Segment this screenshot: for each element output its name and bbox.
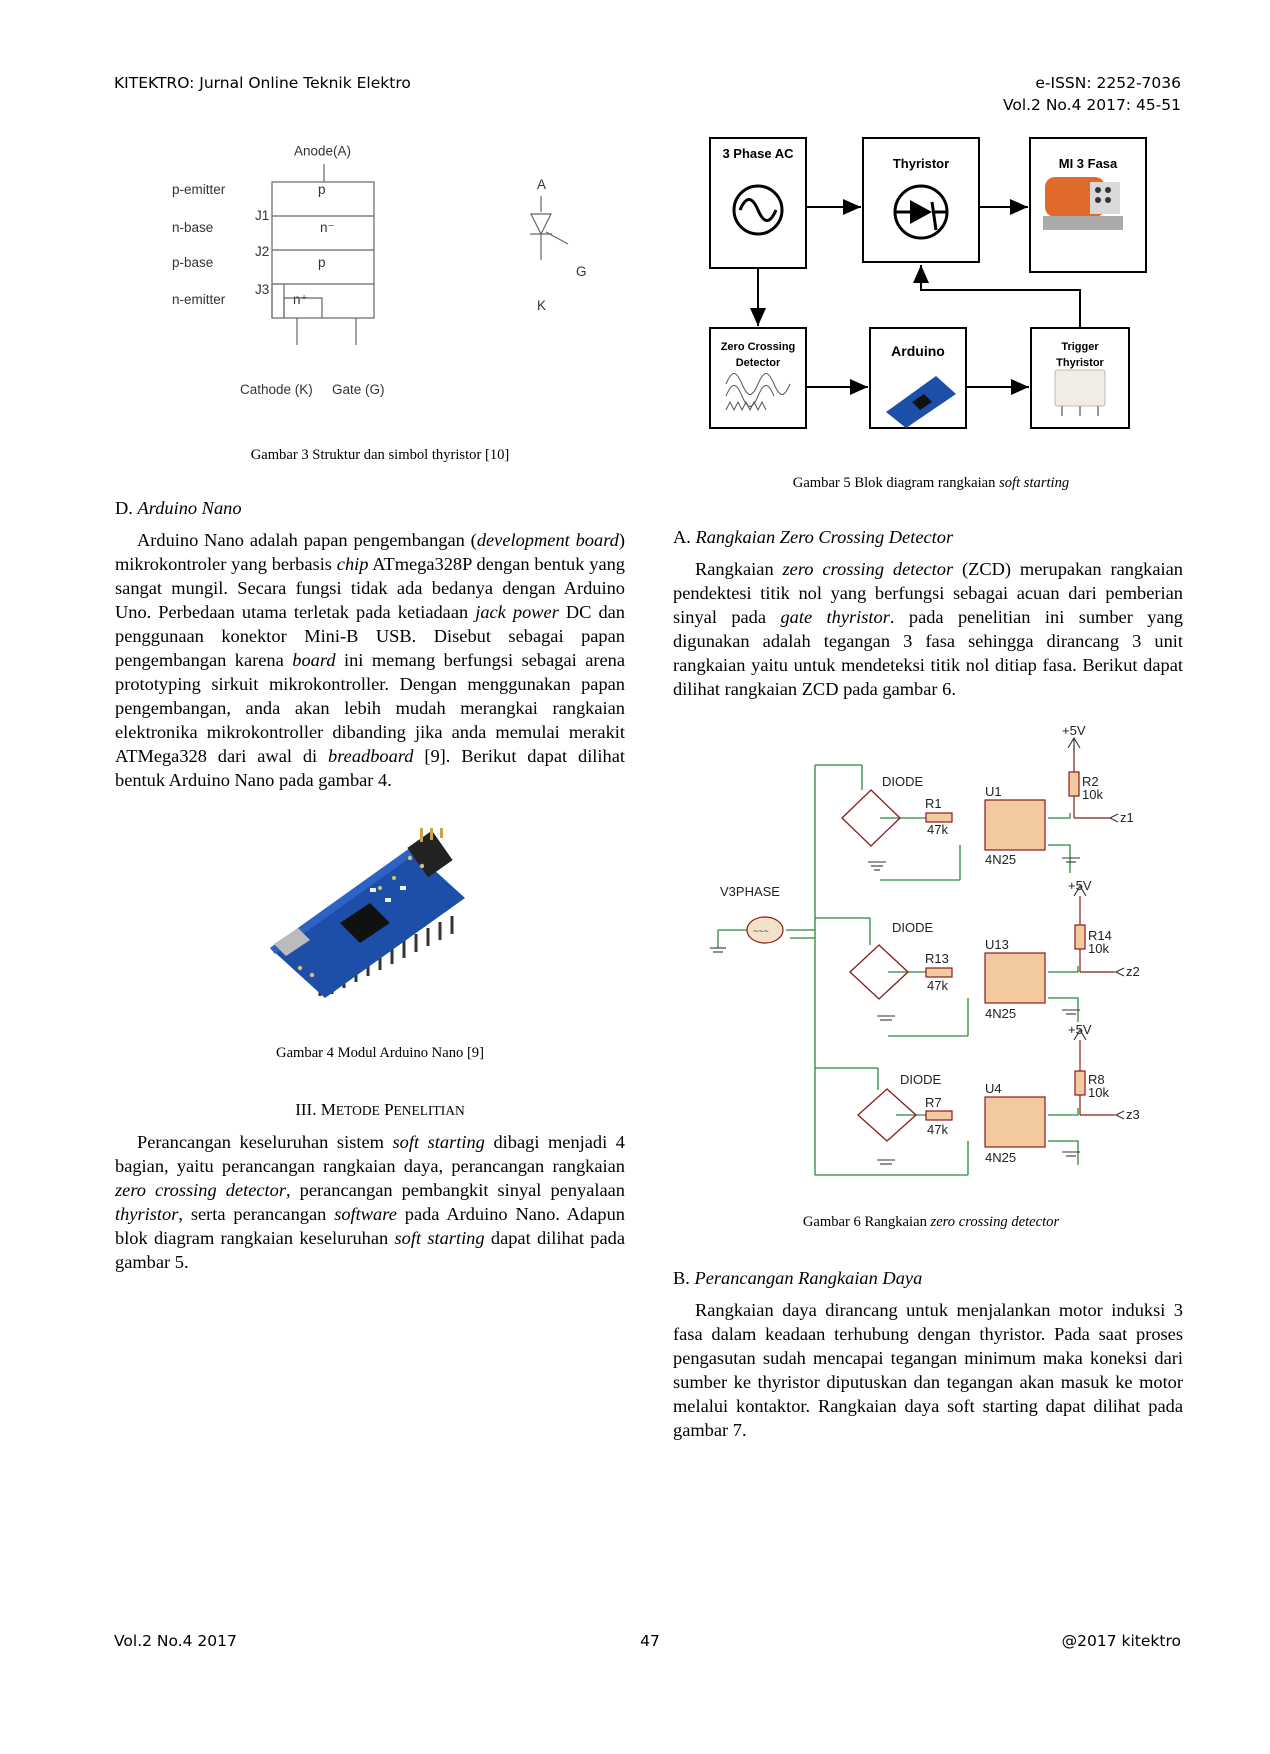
r14-value: 10k — [1088, 941, 1109, 956]
symbol-a-label: A — [537, 177, 546, 192]
vcc-label-2: +5V — [1068, 878, 1092, 893]
section-a-heading: A. Rangkaian Zero Crossing Detector — [673, 527, 954, 547]
figure5-caption: Gambar 5 Blok diagram rangkaian soft sta… — [792, 475, 1070, 491]
u1-label: U1 — [985, 784, 1002, 799]
r8-label: R8 — [1088, 1072, 1105, 1087]
region-n-minus: n⁻ — [320, 220, 335, 235]
section-d-heading: D. Arduino Nano — [115, 498, 242, 518]
figure6-caption: Gambar 6 Rangkaian zero crossing detecto… — [802, 1214, 1060, 1230]
junction-j1: J1 — [255, 208, 269, 223]
r7-value: 47k — [927, 1122, 948, 1137]
u4-chip: 4N25 — [985, 1150, 1016, 1165]
footer-copyright: @2017 kitektro — [1061, 1632, 1181, 1650]
optocoupler-u13 — [984, 952, 1046, 1004]
region-p2: p — [318, 255, 326, 270]
diode-label-2: DIODE — [892, 920, 934, 935]
zcd-paragraph: Rangkaian zero crossing detector (ZCD) m… — [673, 559, 1183, 699]
diode-label-3: DIODE — [900, 1072, 942, 1087]
metode-paragraph: Perancangan keseluruhan sistem soft star… — [115, 1132, 626, 1272]
region-p1: p — [318, 182, 326, 197]
block-zcd — [709, 327, 807, 429]
layer-n-emitter: n-emitter — [172, 292, 226, 307]
optocoupler-u1 — [984, 799, 1046, 851]
u1-chip: 4N25 — [985, 852, 1016, 867]
section-b-heading: B. Perancangan Rangkaian Daya — [673, 1268, 923, 1288]
z2-label: z2 — [1126, 964, 1140, 979]
block-zcd-label-2: Detector — [736, 357, 781, 369]
z3-label: z3 — [1126, 1107, 1140, 1122]
journal-title: KITEKTRO: Jurnal Online Teknik Elektro — [114, 74, 411, 92]
block-thyristor-label: Thyristor — [893, 156, 949, 171]
source-label: V3PHASE — [720, 884, 780, 899]
block-arduino — [869, 327, 967, 429]
r13-label: R13 — [925, 951, 949, 966]
vcc-label-1: +5V — [1062, 723, 1086, 738]
block-motor-label: MI 3 Fasa — [1059, 156, 1118, 171]
layer-p-base: p-base — [172, 255, 213, 270]
r2-value: 10k — [1082, 787, 1103, 802]
arduino-nano-paragraph: Arduino Nano adalah papan pengembangan (… — [115, 530, 626, 790]
thyristor-icon — [893, 184, 949, 240]
block-trigger-label-2: Thyristor — [1056, 357, 1104, 369]
block-zcd-label-1: Zero Crossing — [721, 341, 796, 353]
u4-label: U4 — [985, 1081, 1002, 1096]
vcc-label-3: +5V — [1068, 1022, 1092, 1037]
block-motor — [1029, 137, 1147, 273]
r1-value: 47k — [927, 822, 948, 837]
u13-label: U13 — [985, 937, 1009, 952]
block-ac-label: 3 Phase AC — [722, 146, 794, 161]
layer-n-base: n-base — [172, 220, 213, 235]
volume-info: Vol.2 No.4 2017: 45-51 — [1002, 96, 1181, 114]
gate-label: Gate (G) — [332, 382, 385, 397]
figure3-caption: Gambar 3 Struktur dan simbol thyristor [… — [250, 447, 510, 463]
block-trigger-label-1: Trigger — [1061, 341, 1099, 353]
z1-label: z1 — [1120, 810, 1134, 825]
junction-j2: J2 — [255, 244, 269, 259]
symbol-k-label: K — [537, 298, 546, 313]
r1-label: R1 — [925, 796, 942, 811]
zcd-waveform-icon — [725, 373, 791, 412]
zcd-schematic-figure: ~~~ V3PHASE +5V +5V +5V DIODE DIODE DIOD… — [710, 723, 1140, 1176]
svg-text:~~~: ~~~ — [753, 926, 769, 936]
block-thyristor — [862, 137, 980, 263]
layer-p-emitter: p-emitter — [172, 182, 226, 197]
r2-label: R2 — [1082, 774, 1099, 789]
thyristor-structure-figure: Anode(A) p-emitter n-base p-base n-emitt… — [172, 144, 587, 397]
cathode-label: Cathode (K) — [240, 382, 313, 397]
ac-source-icon — [732, 184, 784, 236]
block-diagram-figure: 3 Phase AC Thyristor MI 3 Fasa Zero Cros… — [709, 137, 1147, 429]
section-iii-heading: III. METODE PENELITIAN — [295, 1100, 465, 1119]
block-arduino-label: Arduino — [891, 343, 945, 359]
daya-paragraph: Rangkaian daya dirancang untuk menjalank… — [673, 1300, 1183, 1440]
region-n-plus: n⁺ — [293, 292, 308, 307]
diode-label-1: DIODE — [882, 774, 924, 789]
r8-value: 10k — [1088, 1085, 1109, 1100]
junction-j3: J3 — [255, 282, 269, 297]
r14-label: R14 — [1088, 928, 1112, 943]
u13-chip: 4N25 — [985, 1006, 1016, 1021]
anode-label: Anode(A) — [294, 144, 351, 159]
motor-image — [1043, 177, 1123, 230]
optocoupler-u4 — [984, 1096, 1046, 1148]
page-number: 47 — [640, 1632, 660, 1650]
r13-value: 47k — [927, 978, 948, 993]
issn: e-ISSN: 2252-7036 — [1035, 74, 1181, 92]
figure4-caption: Gambar 4 Modul Arduino Nano [9] — [276, 1045, 484, 1061]
v3phase-source-icon: ~~~ — [746, 916, 784, 944]
r7-label: R7 — [925, 1095, 942, 1110]
footer-volume: Vol.2 No.4 2017 — [114, 1632, 237, 1650]
symbol-g-label: G — [576, 264, 587, 279]
arduino-block-image — [886, 376, 956, 428]
optocoupler-image — [1054, 369, 1106, 416]
arduino-nano-image — [270, 828, 465, 998]
